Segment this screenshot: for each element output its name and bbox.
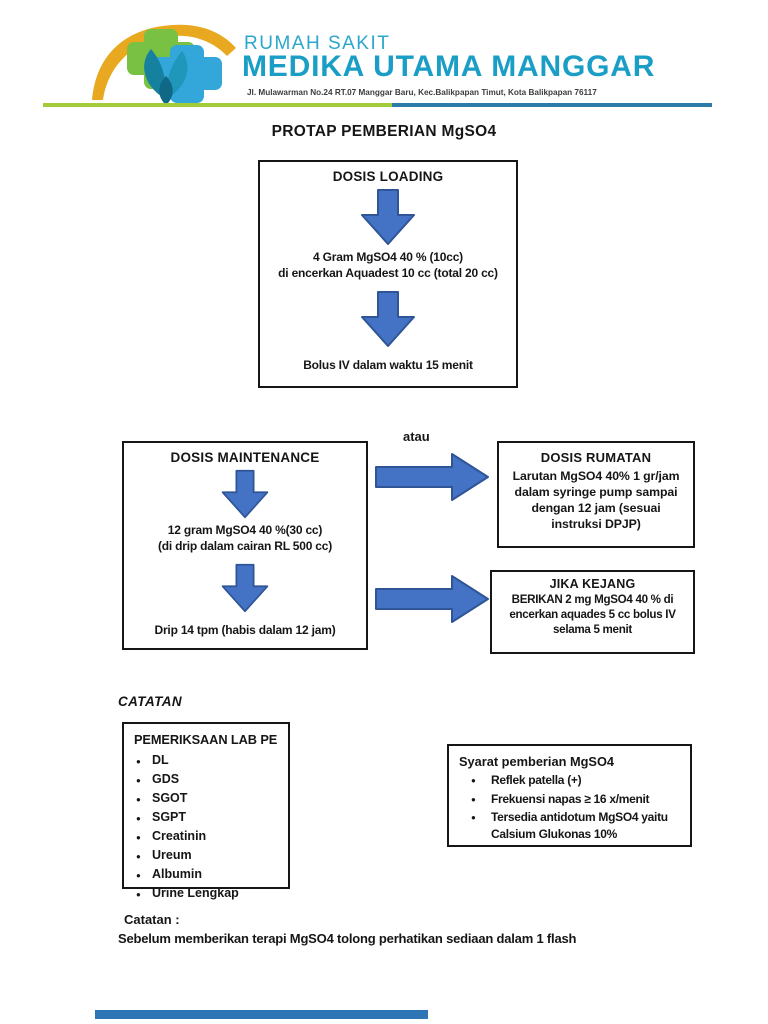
list-item: SGOT <box>134 790 284 808</box>
lab-box-header: PEMERIKSAAN LAB PE <box>134 732 278 747</box>
or-label: atau <box>403 429 430 444</box>
list-item: Albumin <box>134 866 284 884</box>
right-arrow-icon <box>375 453 489 501</box>
kejang-body-text: BERIKAN 2 mg MgSO4 40 % di encerkan aqua… <box>509 593 676 636</box>
dosis-loading-header: DOSIS LOADING <box>332 169 444 184</box>
footer-note-text: Sebelum memberikan terapi MgSO4 tolong p… <box>118 931 577 946</box>
lab-item-list: DL GDS SGOT SGPT Creatinin Ureum Albumin… <box>134 752 284 903</box>
maintenance-step1-text: 12 gram MgSO4 40 %(30 cc) (di drip dalam… <box>157 523 333 553</box>
hospital-name: MEDIKA UTAMA MANGGAR <box>242 50 656 83</box>
jika-kejang-box: JIKA KEJANG BERIKAN 2 mg MgSO4 40 % di e… <box>490 570 695 654</box>
jika-kejang-header: JIKA KEJANG <box>549 577 636 591</box>
syarat-box: Syarat pemberian MgSO4 Reflek patella (+… <box>447 744 692 847</box>
list-item: Frekuensi napas ≥ 16 x/menit <box>459 791 682 807</box>
down-arrow-icon <box>361 291 415 347</box>
list-item: Tersedia antidotum MgSO4 yaitu Calsium G… <box>459 809 682 842</box>
list-item: Reflek patella (+) <box>459 772 682 789</box>
hospital-logo-icon <box>92 24 236 105</box>
dosis-rumatan-box: DOSIS RUMATAN Larutan MgSO4 40% 1 gr/jam… <box>497 441 695 548</box>
list-item: DL <box>134 752 284 770</box>
logo-gold-arc <box>92 24 236 100</box>
list-item: SGPT <box>134 809 284 827</box>
list-item: GDS <box>134 771 284 789</box>
loading-step2-text: Bolus IV dalam waktu 15 menit <box>303 358 473 372</box>
syarat-box-header: Syarat pemberian MgSO4 <box>459 754 615 769</box>
loading-step1-text: 4 Gram MgSO4 40 % (10cc) di encerkan Aqu… <box>278 250 498 280</box>
down-arrow-icon <box>221 563 269 613</box>
right-arrow-icon <box>375 575 489 623</box>
hospital-type-label: RUMAH SAKIT <box>244 33 391 54</box>
list-item: Urine Lengkap <box>134 885 284 903</box>
logo-leaf-icon <box>144 49 188 105</box>
dosis-maintenance-box: DOSIS MAINTENANCE 12 gram MgSO4 40 %(30 … <box>122 441 368 650</box>
lab-checklist-box: PEMERIKSAAN LAB PE DL GDS SGOT SGPT Crea… <box>122 722 290 903</box>
list-item: Creatinin <box>134 828 284 846</box>
list-item: Ureum <box>134 847 284 865</box>
next-page-edge-bar <box>95 1010 428 1019</box>
page-title: PROTAP PEMBERIAN MgSO4 <box>271 123 497 140</box>
catatan-heading: CATATAN <box>118 694 183 709</box>
syarat-item-list: Reflek patella (+) Frekuensi napas ≥ 16 … <box>459 772 682 842</box>
footer-note-label: Catatan : <box>124 912 180 927</box>
down-arrow-icon <box>361 189 415 245</box>
dosis-rumatan-header: DOSIS RUMATAN <box>540 450 652 465</box>
down-arrow-icon <box>221 469 269 519</box>
header-divider-green <box>43 103 392 107</box>
hospital-address: Jl. Mulawarman No.24 RT.07 Manggar Baru,… <box>247 88 597 97</box>
rumatan-body-text: Larutan MgSO4 40% 1 gr/jam dalam syringe… <box>512 469 680 531</box>
dosis-loading-box: DOSIS LOADING 4 Gram MgSO4 40 % (10cc) d… <box>258 160 518 388</box>
maintenance-step2-text: Drip 14 tpm (habis dalam 12 jam) <box>154 623 336 637</box>
header-divider-blue <box>392 103 712 107</box>
dosis-maintenance-header: DOSIS MAINTENANCE <box>170 450 320 465</box>
